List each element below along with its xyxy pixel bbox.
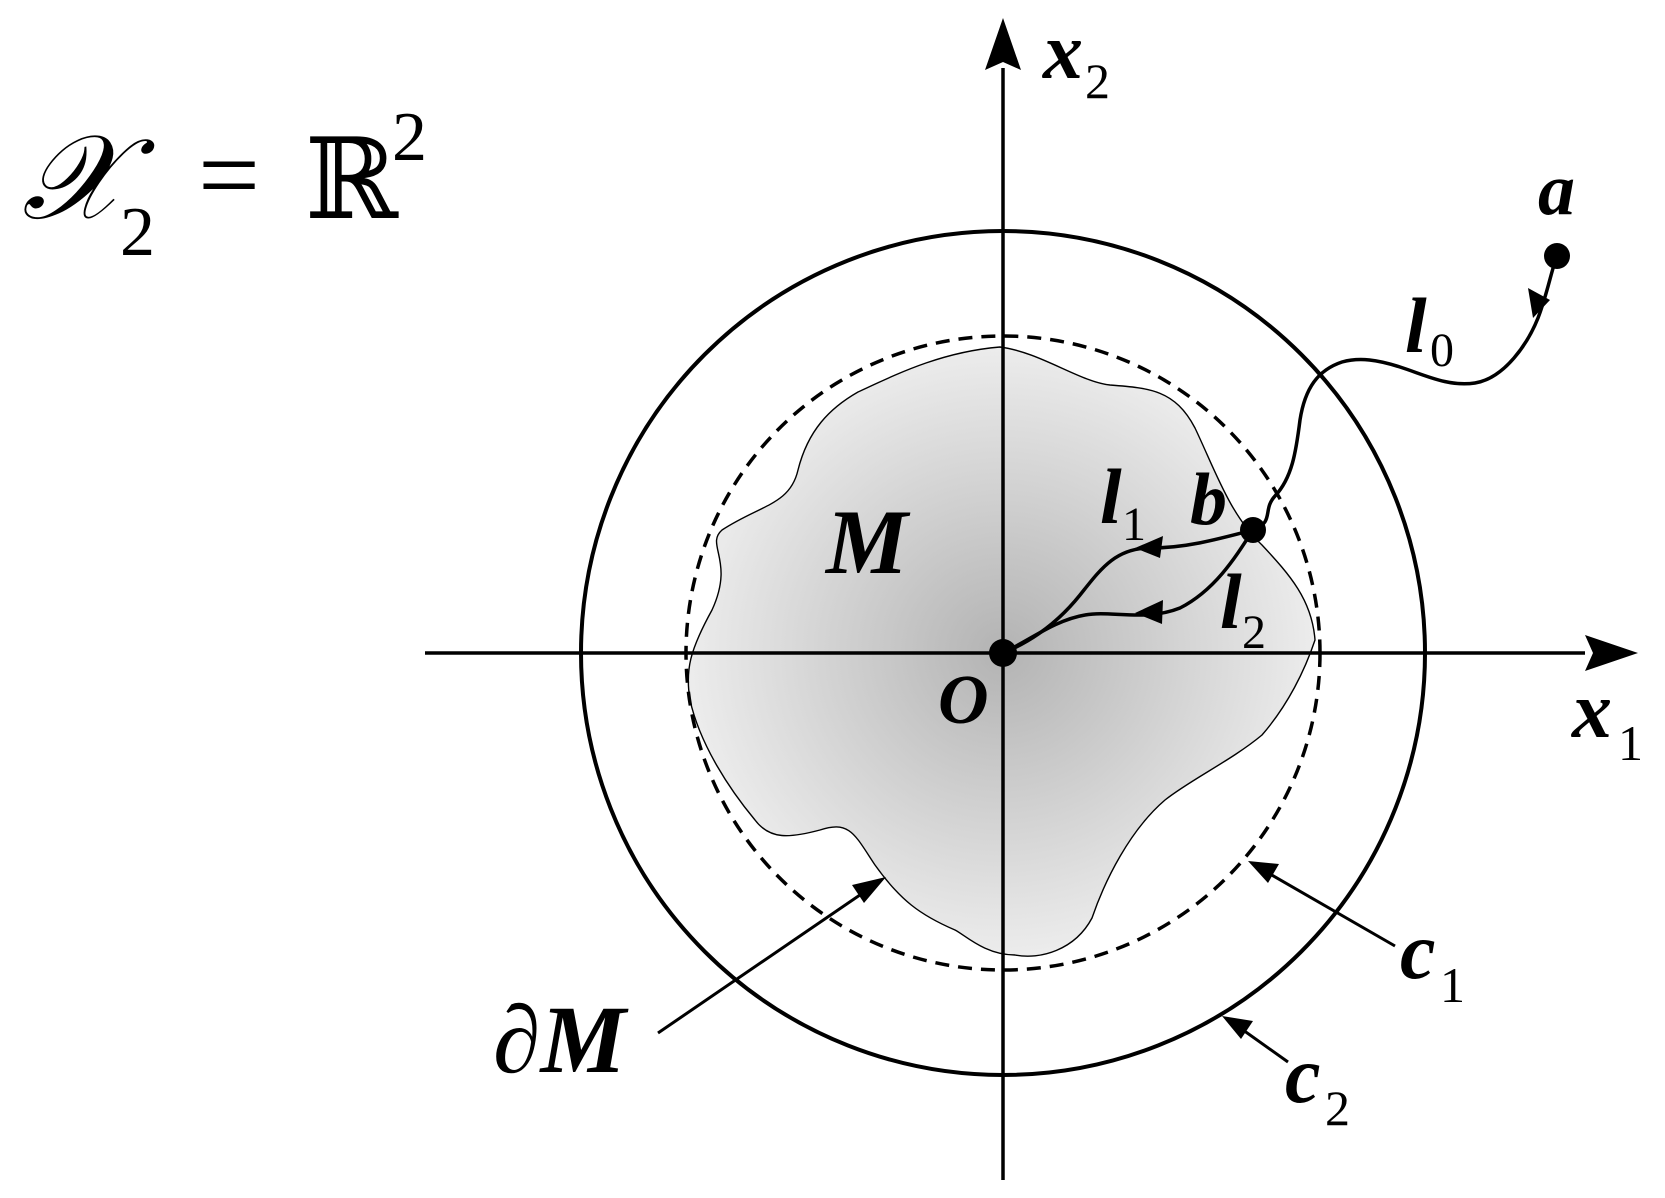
region-m-label: M: [824, 491, 911, 593]
path-l1-arrow: [1135, 536, 1163, 558]
point-a-label: a: [1538, 149, 1575, 231]
x2-axis-label: x: [1042, 8, 1083, 96]
boundary-pointer-head: [852, 877, 886, 903]
point-b: [1240, 517, 1266, 543]
path-l1-label-sub: 1: [1122, 498, 1146, 551]
x2-axis-arrowhead: [985, 18, 1021, 70]
x1-axis-arrowhead: [1585, 635, 1638, 671]
point-b-label: b: [1190, 459, 1227, 541]
path-l0-visible: [1249, 256, 1557, 530]
point-a: [1544, 243, 1570, 269]
path-l0-final: [1246, 256, 1557, 530]
formula-eq: =: [198, 114, 260, 236]
origin-label: O: [938, 662, 989, 739]
c1-pointer-head: [1248, 861, 1279, 883]
path-l2-label: l: [1220, 558, 1242, 645]
circle-c2-label-sub: 2: [1325, 1080, 1350, 1136]
point-origin: [989, 639, 1017, 667]
x2-axis-label-sub: 2: [1085, 53, 1110, 109]
x1-axis-label-sub: 1: [1618, 715, 1643, 771]
circle-c1-label: c: [1400, 908, 1436, 996]
circle-c2-label: c: [1285, 1032, 1321, 1120]
path-l1-label: l: [1100, 453, 1122, 540]
path-l0-stroke: [1210, 256, 1557, 530]
c2-pointer-head: [1222, 1016, 1253, 1039]
boundary-label: ∂M: [493, 986, 629, 1093]
formula-rhs: ℝ: [305, 119, 399, 243]
boundary-pointer: [657, 882, 877, 1035]
path-l0-main: [1252, 255, 1559, 532]
formula-rhs-sup: 2: [392, 99, 427, 176]
x1-axis-label: x: [1571, 667, 1612, 755]
formula-lhs-sub: 2: [120, 194, 155, 271]
path-l2: [1002, 529, 1255, 655]
c1-pointer: [1262, 868, 1396, 948]
circle-c1-label-sub: 1: [1440, 957, 1465, 1013]
path-l2-arrow: [1135, 600, 1163, 624]
path-l0-label: l: [1405, 282, 1427, 369]
path-l2-label-sub: 2: [1242, 606, 1266, 659]
path-l0-direction-arrow: [1528, 288, 1550, 318]
path-l0-drawn: [1212, 256, 1557, 530]
path-l0-label-sub: 0: [1430, 324, 1454, 377]
